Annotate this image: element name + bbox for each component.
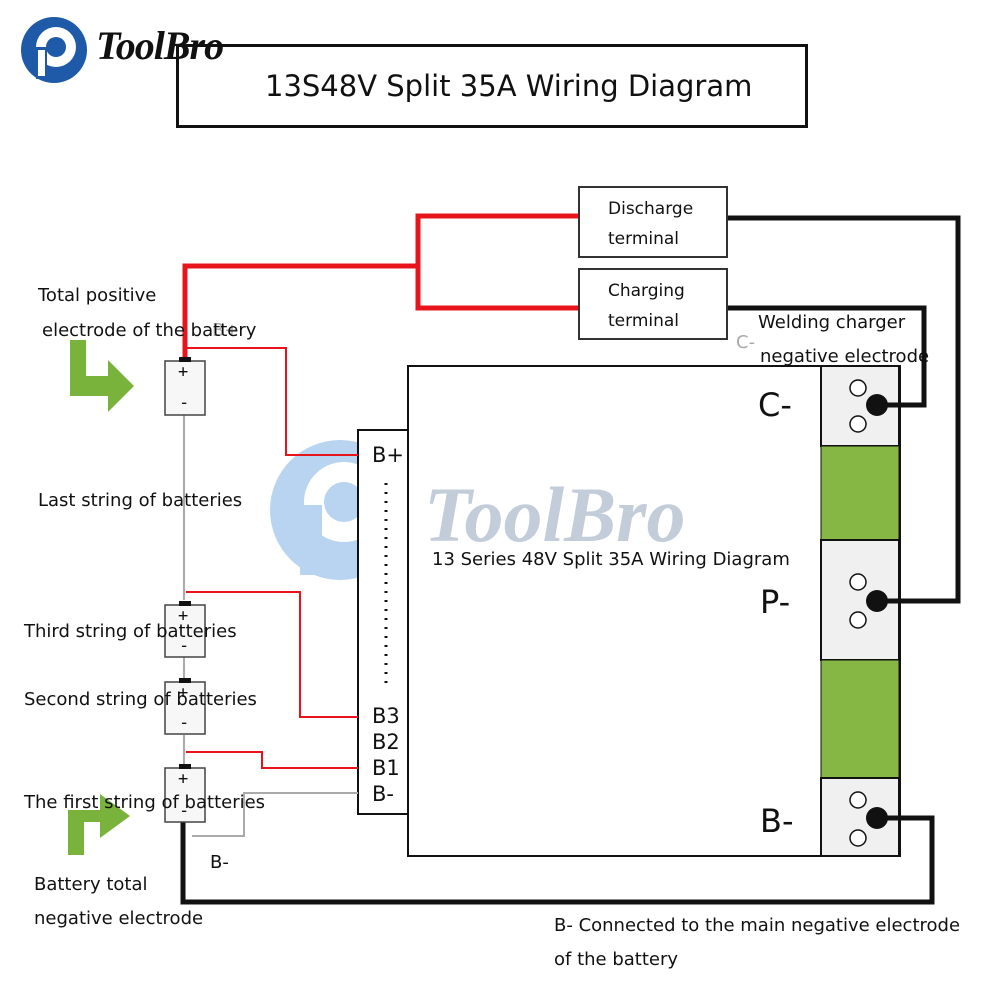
- discharge-terminal-line1: Discharge: [608, 199, 694, 219]
- third-string-label: Third string of batteries: [24, 621, 237, 642]
- cell-second: [164, 681, 206, 735]
- port-label-c-minus: C-: [758, 386, 792, 424]
- welding-charger-label-2: negative electrode: [760, 346, 930, 367]
- diagram-title-box: 13S48V Split 35A Wiring Diagram: [176, 44, 808, 128]
- port-label-p-minus: P-: [760, 583, 791, 621]
- cell-third-minus: -: [179, 636, 190, 656]
- pin-b2: B2: [372, 730, 400, 754]
- port-label-b-minus: B-: [760, 802, 794, 840]
- board-caption: 13 Series 48V Split 35A Wiring Diagram: [432, 549, 790, 570]
- green-section-2: [820, 659, 900, 779]
- total-negative-label-1: Battery total: [34, 874, 148, 895]
- last-string-label: Last string of batteries: [38, 490, 243, 511]
- faded-b-plus-label: B+: [212, 320, 240, 341]
- cell-third: [164, 604, 206, 658]
- b-minus-note-2: of the battery: [554, 949, 679, 970]
- total-positive-label-2: electrode of the battery: [42, 320, 257, 341]
- green-section-1: [820, 445, 900, 541]
- negative-arrow-icon: [68, 794, 130, 855]
- first-string-label: The first string of batteries: [24, 792, 266, 813]
- charging-terminal-line1: Charging: [608, 281, 685, 301]
- pin-b1: B1: [372, 756, 400, 780]
- second-string-label: Second string of batteries: [24, 689, 257, 710]
- cell-last-plus: +: [178, 362, 189, 382]
- total-positive-label-1: Total positive: [38, 285, 157, 306]
- toolbro-logo-icon: [21, 17, 87, 83]
- cell-first-minus: -: [179, 801, 190, 821]
- total-negative-label-2: negative electrode: [34, 908, 204, 929]
- charging-terminal: Charging terminal: [578, 268, 728, 340]
- positive-arrow-icon: [70, 340, 134, 412]
- pin-b3: B3: [372, 704, 400, 728]
- cell-first-plus: +: [178, 769, 189, 789]
- pin-b-plus: B+: [372, 443, 405, 467]
- cell-first: [164, 767, 206, 823]
- discharge-terminal: Discharge terminal: [578, 186, 728, 258]
- pin-b-minus: B-: [372, 782, 394, 806]
- charging-terminal-line2: terminal: [608, 311, 680, 331]
- cell-last-minus: -: [179, 393, 190, 413]
- discharge-terminal-line2: terminal: [608, 229, 680, 249]
- cell-second-minus: -: [179, 713, 190, 733]
- cell-third-plus: +: [178, 606, 189, 626]
- sense-connector: [357, 429, 409, 815]
- faded-c-minus-label: C-: [736, 332, 756, 353]
- watermark-text: ToolBro: [424, 471, 686, 558]
- diagram-title: 13S48V Split 35A Wiring Diagram: [265, 69, 753, 103]
- b-minus-note-1: B- Connected to the main negative electr…: [554, 915, 961, 936]
- welding-charger-label-1: Welding charger: [758, 312, 906, 333]
- b-minus-wire-label: B-: [210, 852, 229, 873]
- cell-second-plus: +: [178, 683, 189, 703]
